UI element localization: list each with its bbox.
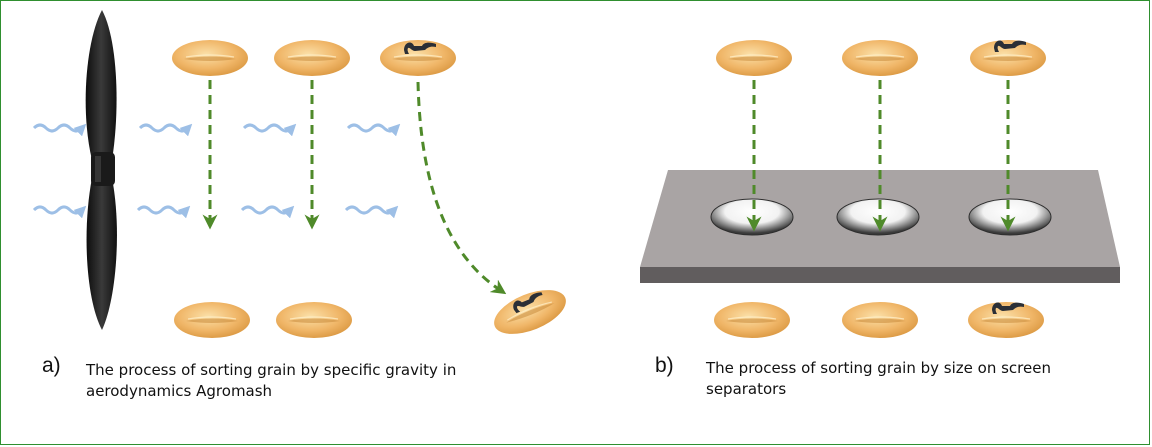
screen-hole: [968, 198, 1052, 236]
air-arrow: [240, 205, 295, 219]
fall-arrows: [202, 80, 507, 295]
panel-b-caption-line2: separators: [706, 380, 787, 398]
grain-icon: [273, 39, 351, 77]
contaminated-grain-icon: [967, 301, 1045, 339]
air-arrow: [136, 205, 191, 219]
panel-a-caption-line1: The process of sorting grain by specific…: [86, 361, 457, 379]
grain-icon: [171, 39, 249, 77]
air-arrow: [346, 123, 401, 137]
air-arrow: [32, 205, 87, 219]
air-arrow: [344, 205, 399, 219]
grain-icon: [715, 39, 793, 77]
panel-b-caption-line1: The process of sorting grain by size on …: [706, 359, 1051, 377]
grain-icon: [275, 301, 353, 339]
screen-hole: [836, 198, 920, 236]
fall-arrows: [746, 80, 1016, 232]
panel-a-label: a): [42, 354, 61, 377]
air-arrow: [138, 123, 193, 137]
panel-a-caption-line2: aerodynamics Agromash: [86, 382, 273, 400]
air-arrow: [32, 123, 87, 137]
panel-b-label: b): [655, 354, 674, 377]
contaminated-grain-icon: [379, 39, 457, 77]
contaminated-grain-icon: [487, 280, 573, 344]
screen-hole: [710, 198, 794, 236]
propeller-icon: [85, 10, 117, 330]
contaminated-grain-icon: [969, 39, 1047, 77]
panel-b-caption: The process of sorting grain by size on …: [706, 358, 1051, 400]
air-flow-arrows: [32, 123, 401, 219]
grain-icon: [173, 301, 251, 339]
grain-icon: [841, 301, 919, 339]
air-arrow: [242, 123, 297, 137]
panel-a-caption: The process of sorting grain by specific…: [86, 360, 456, 402]
grain-icon: [713, 301, 791, 339]
grain-icon: [841, 39, 919, 77]
deflected-fall-arrow: [416, 81, 507, 295]
